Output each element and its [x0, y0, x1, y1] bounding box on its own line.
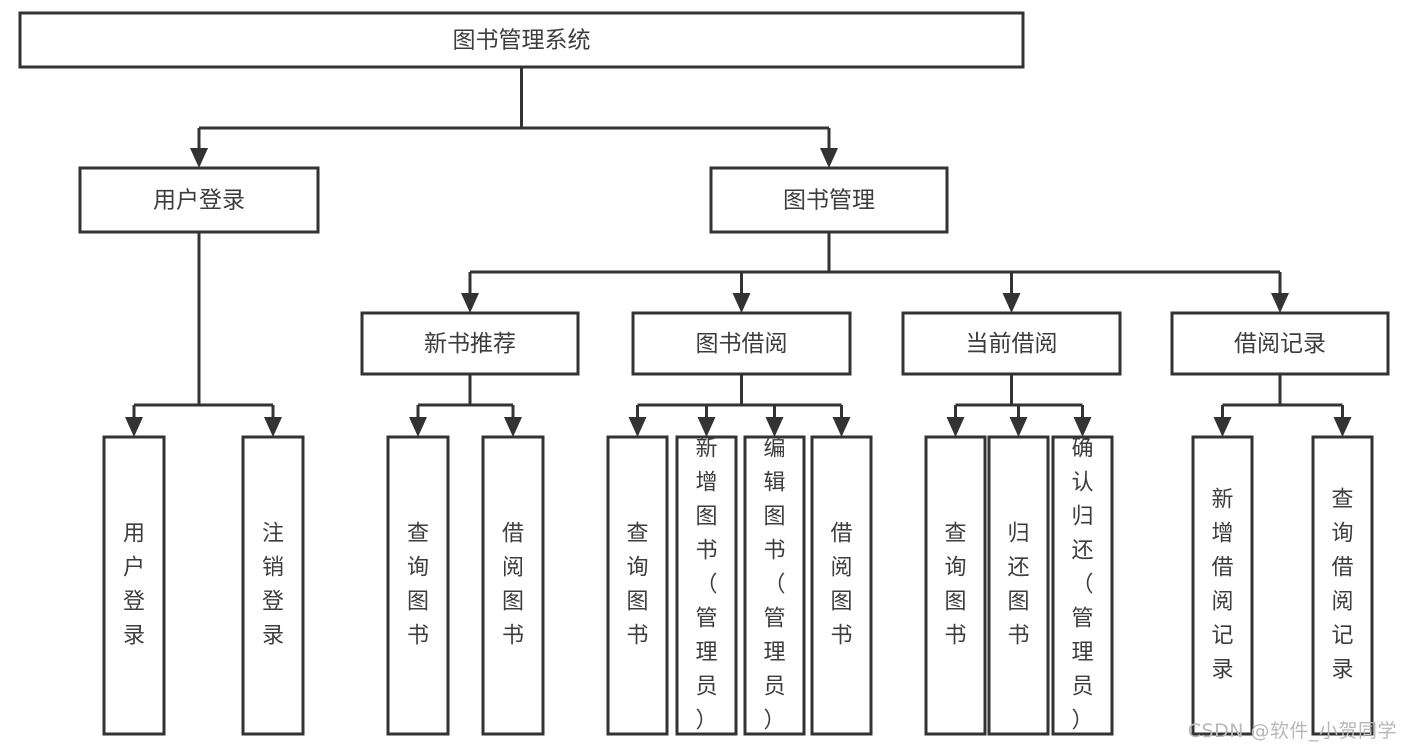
- node-label-leaf-return-book: 归还图书: [1007, 522, 1029, 649]
- node-leaf-borrow-book[interactable]: 借阅图书: [810, 435, 873, 736]
- node-leaf-query-borrow-record[interactable]: 查询借阅记录: [1311, 435, 1374, 736]
- node-label-leaf-user-login: 用户登录: [123, 522, 145, 649]
- node-label-leaf-add-book-admin: 新增图书（管理员）: [695, 437, 717, 734]
- node-box-leaf-confirm-return-admin: [1051, 435, 1114, 736]
- csdn-watermark: CSDN @软件_小贺同学: [1187, 720, 1397, 742]
- node-box-leaf-borrow-book: [810, 435, 873, 736]
- node-leaf-confirm-return-admin[interactable]: 确认归还（管理员）: [1051, 435, 1114, 736]
- node-label-leaf-borrow-book: 借阅图书: [830, 522, 852, 649]
- node-new-book-recommend[interactable]: 新书推荐: [360, 311, 580, 376]
- arrow-head-icon: [1002, 293, 1021, 313]
- node-leaf-user-logout[interactable]: 注销登录: [241, 435, 305, 736]
- node-box-leaf-user-login: [102, 435, 166, 736]
- connector-borrow-record-to-leaves: [1213, 374, 1352, 437]
- node-leaf-borrow-book-recommend[interactable]: 借阅图书: [481, 435, 545, 736]
- node-box-root: [18, 11, 1025, 69]
- node-box-new-book-recommend: [360, 311, 580, 376]
- node-box-book-manage: [709, 166, 949, 234]
- node-box-user-login: [78, 166, 320, 234]
- node-current-borrow[interactable]: 当前借阅: [901, 311, 1122, 376]
- node-box-leaf-return-book: [987, 435, 1050, 736]
- arrow-head-icon: [1271, 293, 1289, 313]
- node-label-leaf-query-book-current: 查询图书: [944, 522, 966, 649]
- node-box-leaf-user-logout: [241, 435, 305, 736]
- node-leaf-query-book-borrow[interactable]: 查询图书: [606, 435, 669, 736]
- node-label-leaf-query-book-borrow: 查询图书: [626, 522, 648, 649]
- connector-new-book-recommend-to-leaves: [409, 374, 522, 437]
- arrow-head-icon: [1333, 417, 1352, 437]
- node-leaf-query-book-current[interactable]: 查询图书: [924, 435, 987, 736]
- connector-root-to-level2: [190, 67, 838, 168]
- node-label-borrow-record: 借阅记录: [1234, 331, 1326, 357]
- node-label-book-borrow: 图书借阅: [696, 331, 788, 357]
- node-box-current-borrow: [901, 311, 1122, 376]
- node-box-leaf-query-borrow-record: [1311, 435, 1374, 736]
- node-box-leaf-add-borrow-record: [1191, 435, 1254, 736]
- connector-book-borrow-to-leaves: [628, 374, 851, 437]
- arrow-head-icon: [1073, 417, 1092, 437]
- arrow-head-icon: [820, 148, 838, 168]
- node-box-leaf-borrow-book-recommend: [481, 435, 545, 736]
- arrow-head-icon: [264, 417, 282, 437]
- node-label-user-login: 用户登录: [153, 188, 245, 214]
- node-label-current-borrow: 当前借阅: [966, 331, 1058, 357]
- node-label-root: 图书管理系统: [453, 28, 591, 54]
- node-label-leaf-query-book-recommend: 查询图书: [407, 522, 429, 649]
- arrow-head-icon: [504, 417, 522, 437]
- node-leaf-add-book-admin[interactable]: 新增图书（管理员）: [675, 435, 738, 736]
- arrow-head-icon: [628, 417, 647, 437]
- arrow-head-icon: [1009, 417, 1028, 437]
- node-label-new-book-recommend: 新书推荐: [424, 331, 516, 357]
- node-box-borrow-record: [1170, 311, 1390, 376]
- node-user-login[interactable]: 用户登录: [78, 166, 320, 234]
- node-label-leaf-user-logout: 注销登录: [262, 522, 284, 649]
- node-box-leaf-add-book-admin: [675, 435, 738, 736]
- node-book-manage[interactable]: 图书管理: [709, 166, 949, 234]
- node-leaf-user-login[interactable]: 用户登录: [102, 435, 166, 736]
- node-leaf-return-book[interactable]: 归还图书: [987, 435, 1050, 736]
- arrow-head-icon: [832, 417, 851, 437]
- node-box-leaf-query-book-borrow: [606, 435, 669, 736]
- node-leaf-edit-book-admin[interactable]: 编辑图书（管理员）: [743, 435, 806, 736]
- node-label-leaf-query-borrow-record: 查询借阅记录: [1331, 488, 1353, 683]
- node-root[interactable]: 图书管理系统: [18, 11, 1025, 69]
- node-label-leaf-add-borrow-record: 新增借阅记录: [1211, 488, 1233, 683]
- node-label-book-manage: 图书管理: [783, 188, 875, 214]
- node-label-leaf-confirm-return-admin: 确认归还（管理员）: [1071, 437, 1093, 734]
- arrow-head-icon: [190, 148, 208, 168]
- arrow-head-icon: [409, 417, 427, 437]
- node-box-leaf-query-book-current: [924, 435, 987, 736]
- node-leaf-add-borrow-record[interactable]: 新增借阅记录: [1191, 435, 1254, 736]
- arrow-head-icon: [946, 417, 965, 437]
- arrow-head-icon: [461, 293, 479, 313]
- node-label-leaf-edit-book-admin: 编辑图书（管理员）: [763, 437, 785, 734]
- arrow-head-icon: [697, 417, 716, 437]
- arrow-head-icon: [765, 417, 784, 437]
- node-borrow-record[interactable]: 借阅记录: [1170, 311, 1390, 376]
- connectors-layer: [125, 67, 1352, 437]
- arrow-head-icon: [125, 417, 143, 437]
- nodes-layer: 图书管理系统用户登录图书管理新书推荐图书借阅当前借阅借阅记录用户登录注销登录查询…: [18, 11, 1390, 736]
- connector-book-manage-to-level3: [461, 232, 1289, 313]
- node-box-book-borrow: [631, 311, 852, 376]
- arrow-head-icon: [732, 293, 751, 313]
- node-leaf-query-book-recommend[interactable]: 查询图书: [386, 435, 450, 736]
- node-label-leaf-borrow-book-recommend: 借阅图书: [502, 522, 524, 649]
- arrow-head-icon: [1213, 417, 1232, 437]
- node-book-borrow[interactable]: 图书借阅: [631, 311, 852, 376]
- node-box-leaf-query-book-recommend: [386, 435, 450, 736]
- connector-current-borrow-to-leaves: [946, 374, 1092, 437]
- node-box-leaf-edit-book-admin: [743, 435, 806, 736]
- connector-user-login-to-leaves: [125, 232, 282, 437]
